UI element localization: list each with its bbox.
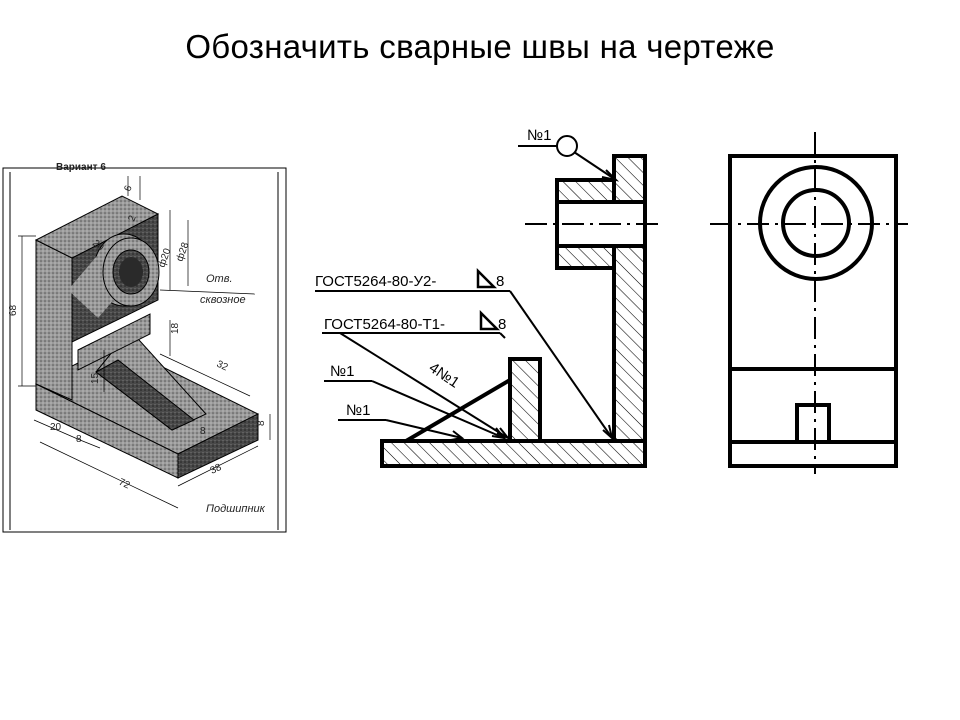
dim-8-base: 8 xyxy=(76,434,82,445)
side-rib xyxy=(508,357,542,443)
dim-38: 38 xyxy=(209,462,224,477)
side-boss-lower xyxy=(555,244,616,270)
part-name: Подшипник xyxy=(206,503,266,515)
isometric-sketch: Вариант 6 xyxy=(2,162,287,533)
rib-block xyxy=(77,313,151,371)
front-rib xyxy=(795,403,831,444)
side-vertical-wall xyxy=(612,154,647,443)
label-four-no1: 4№1 xyxy=(426,359,463,391)
weld-fillet-triangle xyxy=(398,376,512,443)
dim-68: 68 xyxy=(8,304,19,316)
label-no1-mid: №1 xyxy=(330,363,354,380)
hole-note-line2: сквозное xyxy=(200,294,246,306)
weld-annotations xyxy=(315,135,620,441)
dim-32: 32 xyxy=(215,359,230,374)
dim-8-side: 8 xyxy=(256,420,267,426)
label-no1-low: №1 xyxy=(346,402,370,419)
side-view xyxy=(380,154,660,468)
dim-6: 6 xyxy=(122,184,134,193)
sketch-header: Вариант 6 xyxy=(56,162,106,173)
weld-symbol-t1 xyxy=(479,309,501,331)
dim-20-base: 20 xyxy=(50,422,62,433)
wall-front xyxy=(35,239,73,401)
label-gost-u2-leg: 8 xyxy=(496,273,504,290)
label-gost-u2: ГОСТ5264-80-У2- xyxy=(315,273,436,290)
hole-note-line1: Отв. xyxy=(206,273,233,285)
all-around-circle xyxy=(556,135,578,157)
wall-top xyxy=(34,195,160,259)
base-side xyxy=(177,413,259,479)
label-gost-t1: ГОСТ5264-80-Т1- xyxy=(324,316,445,333)
dim-2: 2 xyxy=(126,214,138,223)
side-base-plate xyxy=(380,439,647,468)
dim-72: 72 xyxy=(117,477,132,492)
front-view xyxy=(710,132,908,474)
weld-symbol-u2 xyxy=(476,267,498,289)
slide-title: Обозначить сварные швы на чертеже xyxy=(185,28,775,65)
rib-side xyxy=(95,359,195,431)
dim-15: 15 xyxy=(90,372,101,384)
label-no1-top: №1 xyxy=(527,127,551,144)
dim-8-rib: 8 xyxy=(200,426,206,437)
dim-18: 18 xyxy=(170,322,181,334)
label-gost-t1-leg: 8 xyxy=(498,316,506,333)
side-boss-upper xyxy=(555,178,616,204)
